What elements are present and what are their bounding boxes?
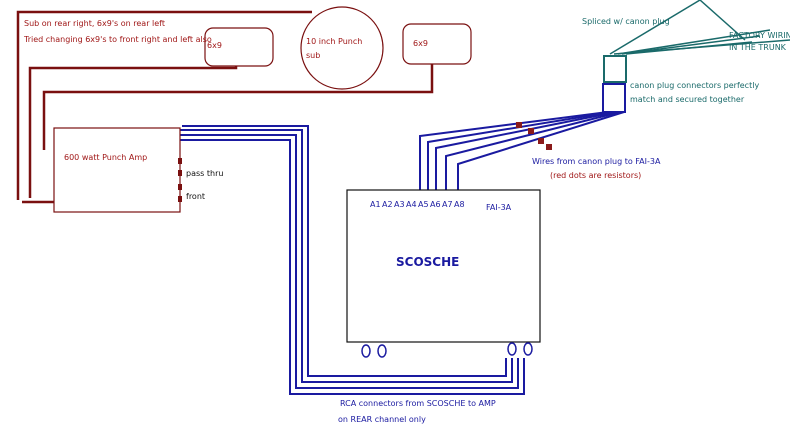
amp-terminal bbox=[178, 184, 182, 190]
note-line-1: Sub on rear right, 6x9's on rear left bbox=[24, 19, 165, 28]
rca-wires bbox=[178, 125, 525, 395]
plug-to-fai-wires bbox=[419, 111, 625, 190]
resistor bbox=[546, 144, 552, 150]
resistor bbox=[528, 128, 534, 134]
spliced-label: Spliced w/ canon plug bbox=[582, 17, 670, 26]
canon-plug-top bbox=[603, 55, 627, 83]
rca-line-1: RCA connectors from SCOSCHE to AMP bbox=[340, 399, 496, 408]
sub-speaker bbox=[300, 6, 384, 90]
resistor bbox=[516, 122, 522, 128]
wires-line-2: (red dots are resistors) bbox=[550, 171, 641, 180]
left-6x9-speaker bbox=[204, 27, 274, 67]
pin-label: A6 bbox=[430, 200, 441, 209]
right-6x9-speaker bbox=[402, 23, 472, 65]
amp-terminal bbox=[178, 158, 182, 164]
canon-line-1: canon plug connectors perfectly bbox=[630, 81, 759, 90]
amp-label: 600 watt Punch Amp bbox=[64, 153, 147, 162]
amp-box bbox=[53, 127, 181, 213]
pin-label: A5 bbox=[418, 200, 429, 209]
pin-label: A2 bbox=[382, 200, 393, 209]
right-6x9-label: 6x9 bbox=[413, 39, 428, 48]
sub-label-2: sub bbox=[306, 51, 320, 60]
sub-label-1: 10 inch Punch bbox=[306, 37, 362, 46]
pin-label: A7 bbox=[442, 200, 453, 209]
pin-label: A3 bbox=[394, 200, 405, 209]
rca-line-2: on REAR channel only bbox=[338, 415, 426, 424]
canon-plug-bottom bbox=[602, 83, 626, 113]
pin-label: A4 bbox=[406, 200, 417, 209]
front-label: front bbox=[186, 192, 205, 201]
fai-model-label: FAI-3A bbox=[486, 203, 512, 212]
wires-line-1: Wires from canon plug to FAI-3A bbox=[532, 157, 661, 166]
resistor bbox=[538, 138, 544, 144]
scosche-brand: SCOSCHE bbox=[396, 255, 459, 269]
factory-wiring-line-2: IN THE TRUNK bbox=[729, 43, 787, 52]
pass-thru-label: pass thru bbox=[186, 169, 223, 178]
amp-terminal bbox=[178, 170, 182, 176]
left-6x9-label: 6x9 bbox=[207, 41, 222, 50]
factory-wiring-line-1: FACTORY WIRING bbox=[729, 31, 790, 40]
pin-label: A1 bbox=[370, 200, 381, 209]
scosche-pins: A1 A2 A3 A4 A5 A6 A7 A8 bbox=[370, 200, 465, 209]
note-line-2: Tried changing 6x9's to front right and … bbox=[23, 35, 212, 44]
pin-label: A8 bbox=[454, 200, 465, 209]
scosche-box bbox=[346, 189, 541, 343]
amp-terminal bbox=[178, 196, 182, 202]
canon-line-2: match and secured together bbox=[630, 95, 745, 104]
resistors bbox=[516, 122, 552, 150]
factory-wires bbox=[603, 0, 790, 83]
rca-jacks bbox=[361, 342, 533, 358]
